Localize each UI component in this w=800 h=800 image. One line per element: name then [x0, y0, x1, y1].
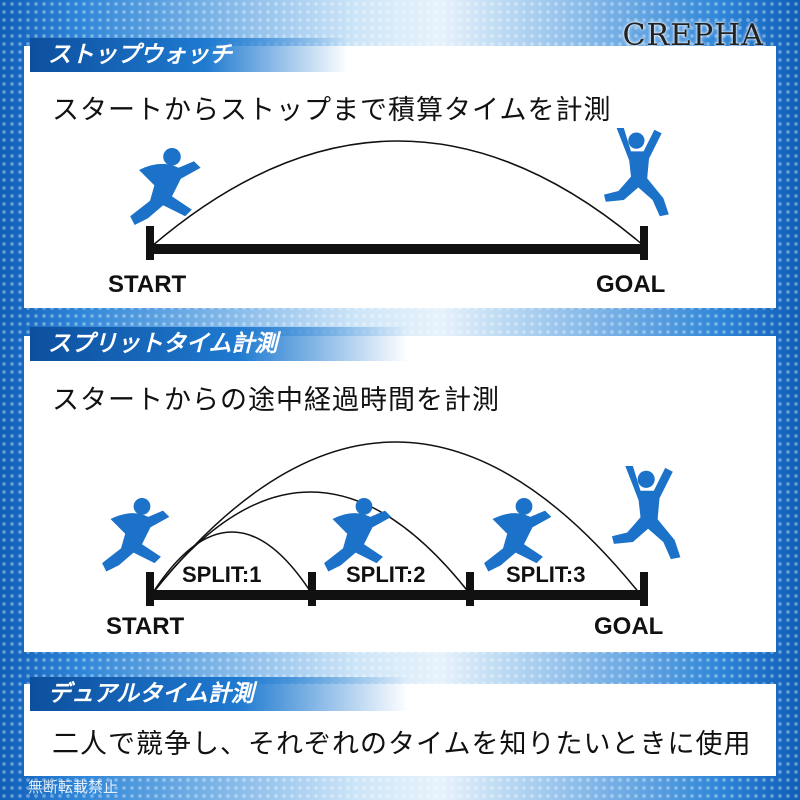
split-diagram: SPLIT:1 SPLIT:2 SPLIT:3 START GOAL — [102, 441, 681, 640]
copyright-notice: 無断転載禁止 — [28, 778, 119, 796]
runner-start-icon — [130, 148, 201, 225]
split-goal-label: GOAL — [594, 613, 663, 640]
split-arc-1 — [151, 531, 313, 595]
start-tick — [146, 226, 154, 260]
section-description-stopwatch: スタートからストップまで積算タイムを計測 — [52, 95, 612, 126]
runner-mid-icon — [484, 498, 552, 572]
split-tick-2 — [466, 572, 474, 606]
section-description-dual: 二人で競争し、それぞれのタイムを知りたいときに使用 — [52, 729, 752, 760]
split-track-bar — [148, 590, 648, 600]
goal-tick — [640, 226, 648, 260]
elapsed-arc — [151, 140, 645, 247]
goal-label: GOAL — [596, 271, 665, 298]
split-label-1: SPLIT:1 — [182, 562, 261, 587]
stopwatch-diagram: START GOAL — [108, 128, 669, 298]
runner-finish-icon — [612, 466, 681, 560]
section-title-stopwatch: ストップウォッチ — [30, 38, 348, 72]
split-arc-2 — [151, 491, 471, 595]
split-label-2: SPLIT:2 — [346, 562, 425, 587]
runner-start-icon — [102, 498, 170, 572]
brand-logo: CREPHA — [622, 18, 764, 53]
section-description-split: スタートからの途中経過時間を計測 — [52, 385, 500, 416]
runner-mid-icon — [324, 498, 392, 572]
section-title-dual: デュアルタイム計測 — [30, 677, 408, 711]
split-arc-3 — [151, 441, 641, 595]
split-goal-tick — [640, 572, 648, 606]
split-start-label: START — [106, 613, 185, 640]
split-tick-1 — [308, 572, 316, 606]
split-label-3: SPLIT:3 — [506, 562, 585, 587]
section-title-split: スプリットタイム計測 — [30, 327, 408, 361]
split-start-tick — [146, 572, 154, 606]
runner-finish-icon — [604, 128, 669, 217]
start-label: START — [108, 271, 187, 298]
track-bar — [148, 244, 648, 254]
